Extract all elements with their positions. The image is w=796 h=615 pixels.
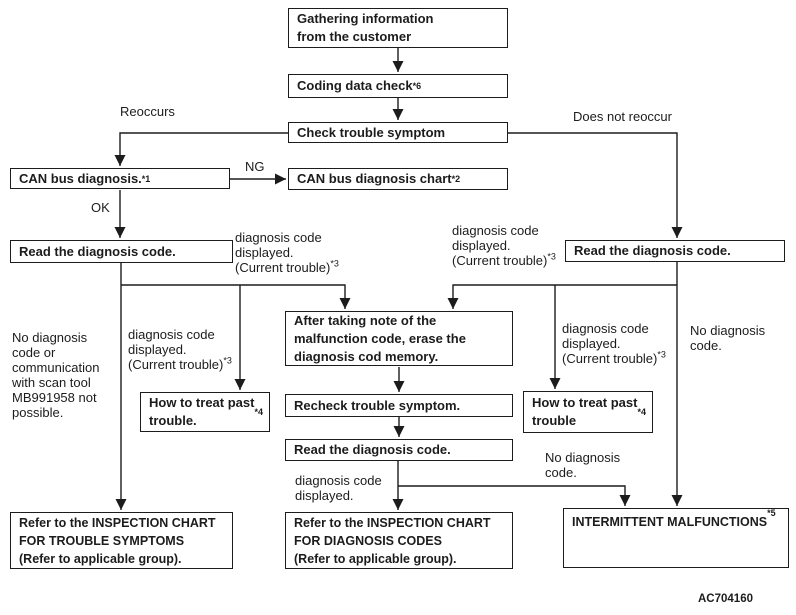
flow-box-check-trouble-symptom: Check trouble symptom	[288, 122, 508, 143]
figure-number: AC704160	[698, 593, 753, 605]
flow-box-read-diagnosis-code-right: Read the diagnosis code.	[565, 240, 785, 262]
flow-box-coding-data-check: Coding data check*6	[288, 74, 508, 98]
flow-label-does-not-reoccur: Does not reoccur	[573, 109, 672, 124]
flow-box-read-diagnosis-code-middle: Read the diagnosis code.	[285, 439, 513, 461]
flow-box-recheck-trouble-symptom: Recheck trouble symptom.	[285, 394, 513, 417]
flow-box-intermittent-malfunctions: INTERMITTENT MALFUNCTIONS*5	[563, 508, 789, 568]
flow-box-can-bus-diagnosis-chart: CAN bus diagnosis chart *2	[288, 168, 508, 190]
flow-box-can-bus-diagnosis: CAN bus diagnosis.*1	[10, 168, 230, 189]
flow-label-ok: OK	[91, 200, 110, 215]
flow-box-read-diagnosis-code-left: Read the diagnosis code.	[10, 240, 233, 263]
flow-label-reoccurs: Reoccurs	[120, 104, 175, 119]
flow-label-ng: NG	[245, 159, 265, 174]
